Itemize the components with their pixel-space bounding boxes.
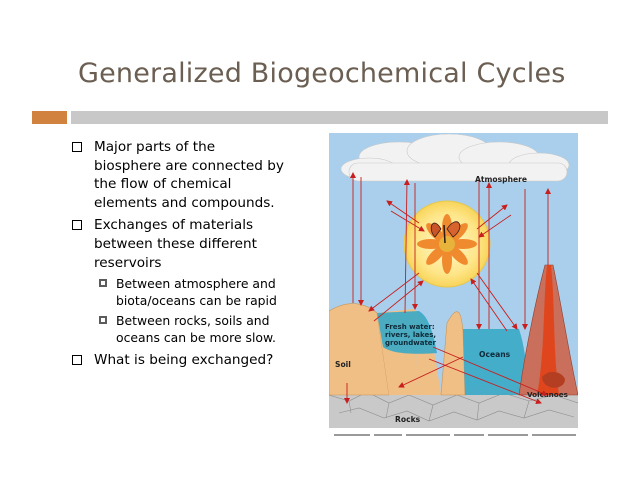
bullet-item: Major parts of the biosphere are connect… <box>72 138 322 212</box>
soil-land <box>329 303 390 396</box>
label-fresh-water-2: rivers, lakes, <box>385 331 436 339</box>
label-atmosphere: Atmosphere <box>475 175 527 184</box>
diagram-source-caption <box>334 434 576 436</box>
flower-icon <box>417 214 477 274</box>
hollow-square-bullet-icon <box>72 220 82 231</box>
biogeochemical-cycle-diagram: Atmosphere Rocks Soil Fresh water: r <box>329 133 578 428</box>
title-accent-bar <box>32 111 67 124</box>
fresh-water <box>377 311 437 354</box>
label-oceans: Oceans <box>479 350 511 359</box>
sub-bullet-item: Between rocks, soils and oceans can be m… <box>96 313 322 346</box>
bullet-item: Exchanges of materials between these dif… <box>72 216 322 272</box>
bullet-list: Major parts of the biosphere are connect… <box>72 138 322 373</box>
exchange-arrows <box>344 172 551 404</box>
sub-bullet-item: Between atmosphere and biota/oceans can … <box>96 276 322 309</box>
filled-square-bullet-icon <box>99 279 107 288</box>
atmosphere-cloud-icon <box>340 133 570 182</box>
filled-square-bullet-icon <box>99 316 107 325</box>
label-volcanoes: Volcanoes <box>527 390 568 399</box>
label-soil: Soil <box>335 360 351 369</box>
title-divider-bar <box>71 111 608 124</box>
slide-title: Generalized Biogeochemical Cycles <box>78 58 566 89</box>
butterfly-icon <box>430 221 461 244</box>
hollow-square-bullet-icon <box>72 354 82 365</box>
label-fresh-water-1: Fresh water: <box>385 323 435 331</box>
hollow-square-bullet-icon <box>72 142 82 152</box>
bullet-item: What is being exchanged? <box>72 351 322 370</box>
label-rocks: Rocks <box>395 415 421 424</box>
label-fresh-water-3: groundwater <box>385 339 437 347</box>
